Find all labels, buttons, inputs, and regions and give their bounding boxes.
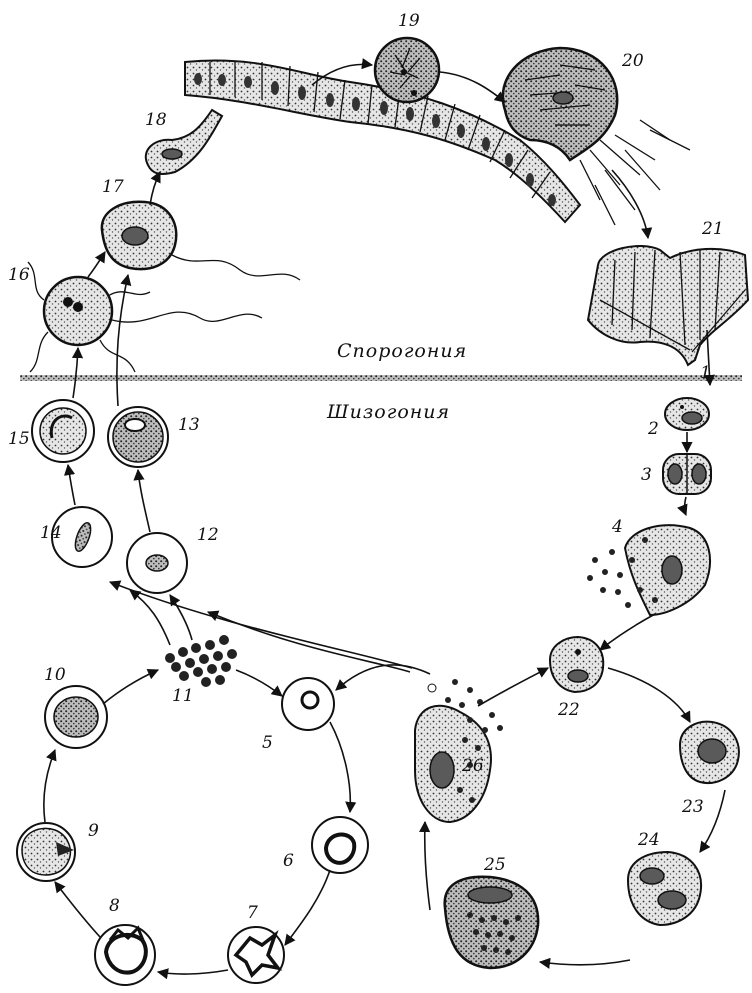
stage-label-17: 17	[102, 177, 124, 197]
erythrocyte-7	[228, 927, 284, 983]
stage-label-5: 5	[262, 733, 273, 753]
oocyst-rupture-20	[503, 48, 690, 225]
liver-schizont-3	[663, 454, 711, 494]
stage-label-24: 24	[637, 830, 660, 850]
stage-label-19: 19	[398, 11, 420, 31]
stage-label-12: 12	[197, 525, 219, 545]
liver-cell-23	[680, 722, 739, 783]
stage-label-26: 26	[461, 756, 484, 776]
stage-label-4: 4	[611, 517, 623, 537]
erythrocyte-ring-5	[282, 678, 334, 730]
stage-label-23: 23	[681, 797, 704, 817]
stage-label-3: 3	[641, 465, 652, 485]
stage-label-14: 14	[40, 523, 62, 543]
oocyst-19	[375, 38, 439, 102]
cycle-arrows	[44, 64, 725, 974]
stage-numbers: 1 2 3 4 5 6 7 8 9 10 11 12 13 14 15 16 1…	[8, 11, 724, 923]
microgametocyte-16	[28, 262, 262, 372]
stage-label-8: 8	[109, 896, 120, 916]
stage-label-13: 13	[178, 415, 200, 435]
erythrocyte-12	[127, 533, 187, 593]
stage-label-6: 6	[283, 851, 294, 871]
merozoites-11	[165, 635, 237, 687]
stage-label-16: 16	[8, 265, 30, 285]
erythrocyte-8	[95, 925, 155, 985]
stage-label-7: 7	[247, 903, 258, 923]
schizogony-label: Шизогония	[326, 401, 450, 423]
gametocyte-13	[108, 407, 168, 467]
sporogony-label: Спорогония	[337, 340, 467, 362]
macrogamete-17	[102, 202, 300, 280]
stage-label-22: 22	[557, 700, 580, 720]
erythrocyte-10	[45, 686, 107, 748]
erythrocyte-9	[17, 823, 75, 881]
stage-label-18: 18	[145, 110, 167, 130]
erythrocyte-6	[312, 817, 368, 873]
gametocyte-15	[32, 400, 94, 462]
salivary-gland-21	[588, 246, 748, 365]
stage-label-11: 11	[172, 686, 194, 706]
liver-cell-22	[550, 637, 603, 692]
phase-divider	[20, 375, 742, 381]
stage-label-9: 9	[88, 821, 99, 841]
liver-schizont-4	[587, 525, 710, 615]
sporozoite-2	[665, 398, 709, 430]
liver-schizont-rupture-26	[415, 679, 503, 822]
stage-label-20: 20	[621, 51, 644, 71]
stage-label-2: 2	[647, 419, 659, 439]
stage-label-10: 10	[44, 665, 66, 685]
stage-label-25: 25	[483, 855, 506, 875]
stage-label-15: 15	[8, 429, 30, 449]
stage-label-1: 1	[700, 363, 711, 383]
liver-cell-24	[628, 852, 701, 925]
liver-schizont-25	[445, 877, 538, 968]
stage-label-21: 21	[701, 219, 724, 239]
